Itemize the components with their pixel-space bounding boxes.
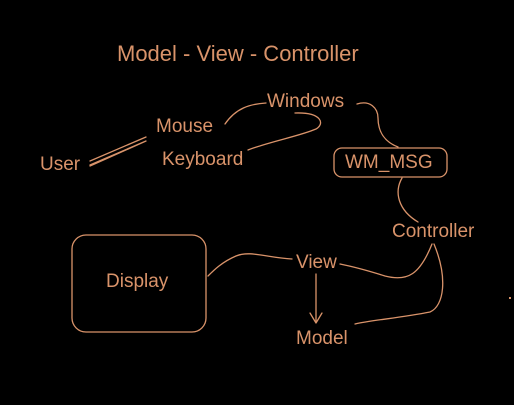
connector-view-display [207,253,293,277]
connector-user-keyboard [89,140,147,167]
node-keyboard: Keyboard [162,149,243,170]
diagram-title: Model - View - Controller [117,41,359,66]
connector-controller-model [354,243,444,325]
node-user: User [40,154,81,175]
arrow-view-model-head [309,312,323,324]
connector-windows-wmmsg [356,102,399,148]
connector-mouse-windows [224,102,267,125]
node-model: Model [296,328,348,349]
node-controller: Controller [392,221,475,242]
node-view: View [296,252,337,273]
connector-keyboard-windows [247,112,322,151]
node-display: Display [106,271,169,292]
stray-dot [509,297,511,299]
connector-wmmsg-controller [397,177,419,223]
wm-msg-box [333,147,448,178]
node-wm-msg: WM_MSG [345,152,433,173]
connector-controller-view [339,243,433,279]
node-windows: Windows [267,91,344,112]
node-mouse: Mouse [156,116,213,137]
connector-user-mouse [89,136,147,162]
display-box [71,234,207,333]
